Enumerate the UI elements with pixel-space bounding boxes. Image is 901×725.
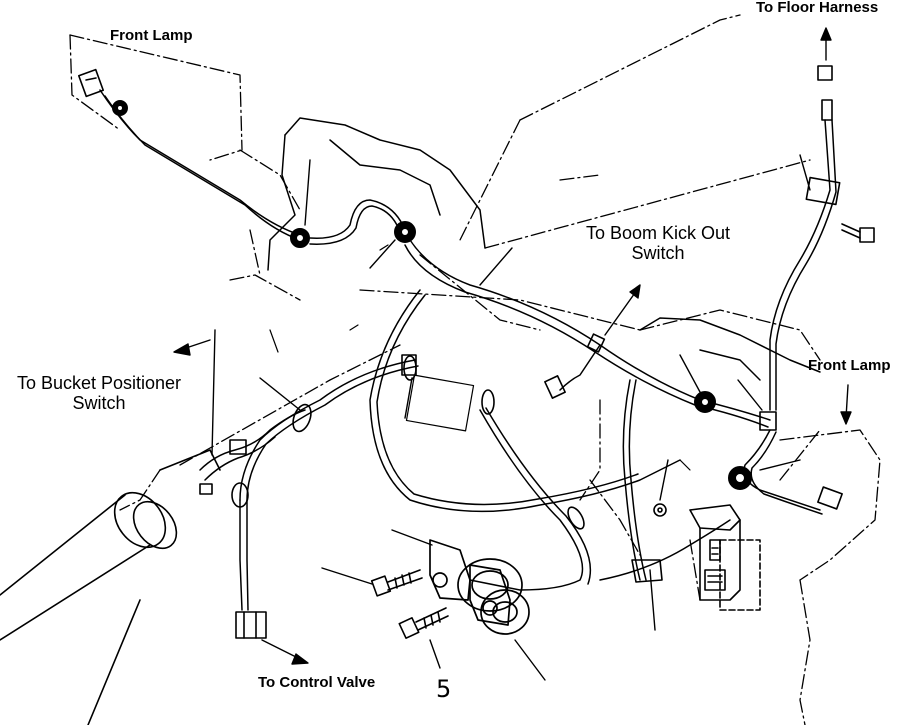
connectors bbox=[77, 65, 843, 639]
axle-cylinder bbox=[0, 449, 221, 725]
label-to-bucket-positioner-line1: To Bucket Positioner bbox=[16, 373, 182, 393]
label-front-lamp-left: Front Lamp bbox=[110, 27, 193, 44]
bolts bbox=[370, 223, 875, 640]
hatch-marks bbox=[269, 244, 691, 471]
leader-lines bbox=[211, 154, 811, 681]
label-to-boom-kick-out-line1: To Boom Kick Out bbox=[585, 223, 731, 243]
label-to-boom-kick-out: To Boom Kick Out Switch bbox=[570, 223, 746, 264]
label-to-bucket-positioner: To Bucket Positioner Switch bbox=[2, 373, 196, 414]
relay-bracket bbox=[689, 504, 761, 611]
label-to-floor-harness: To Floor Harness bbox=[756, 0, 879, 16]
engine-outline bbox=[267, 117, 821, 381]
harness-wires bbox=[99, 89, 837, 611]
frame-phantom-lines bbox=[69, 14, 881, 725]
label-front-lamp-right: Front Lamp bbox=[808, 357, 891, 374]
label-to-control-valve: To Control Valve bbox=[258, 674, 376, 691]
label-to-boom-kick-out-line2: Switch bbox=[631, 242, 685, 263]
clamps bbox=[231, 355, 667, 583]
label-to-bucket-positioner-line2: Switch bbox=[72, 392, 126, 413]
callout-number: 5 bbox=[436, 675, 452, 703]
grommets bbox=[112, 100, 752, 490]
destination-arrows bbox=[173, 27, 852, 665]
horns bbox=[429, 539, 530, 635]
